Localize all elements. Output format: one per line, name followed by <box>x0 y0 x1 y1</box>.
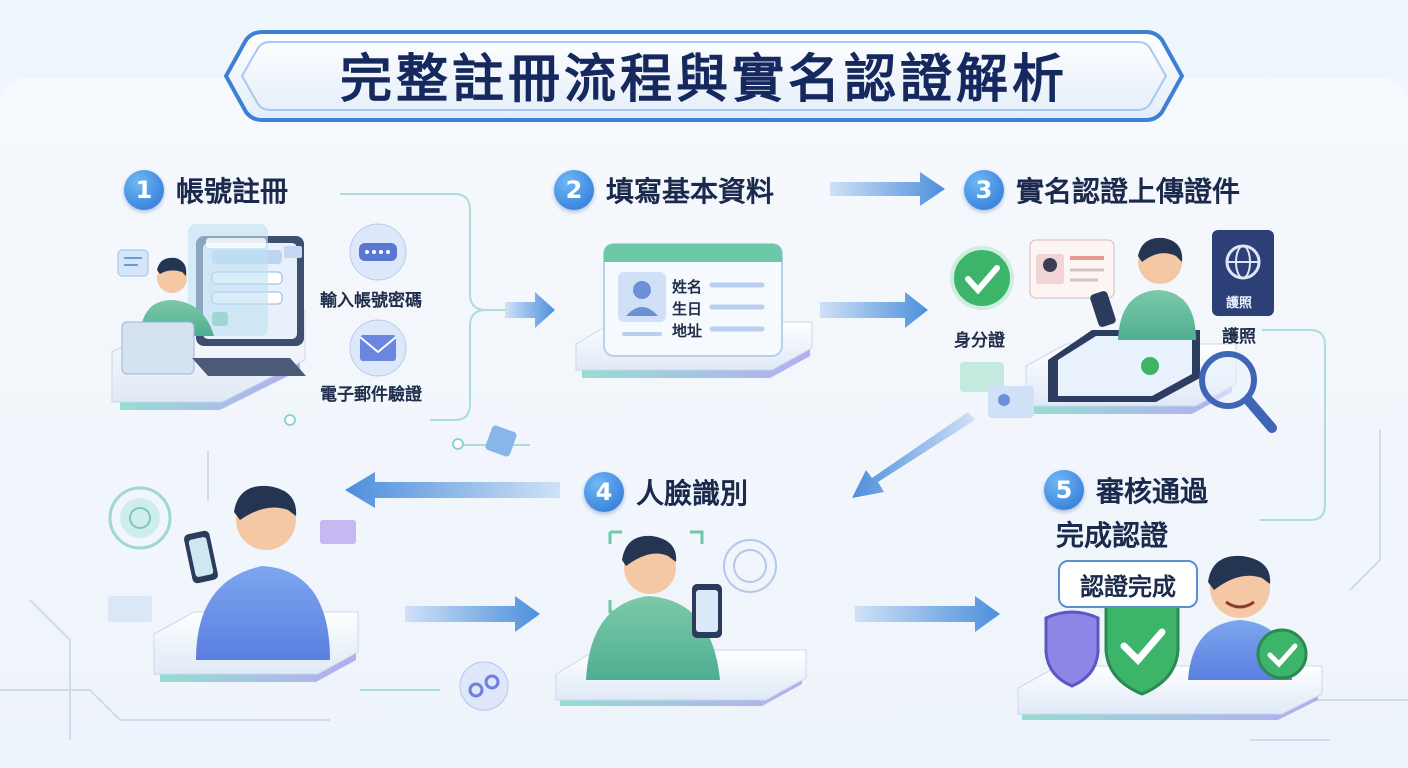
floating-id-card <box>108 596 152 622</box>
step4-left-illustration <box>108 486 358 682</box>
step-5-label-line1: 審核通過 <box>1096 470 1208 510</box>
verification-complete-label: 認證完成 <box>1058 560 1198 608</box>
passport-label: 護照 <box>1222 322 1256 347</box>
mail-small-icon <box>284 246 302 258</box>
face-scan-ring <box>724 540 776 592</box>
passport-cover-text: 護照 <box>1226 292 1252 311</box>
verified-badge-icon <box>1258 630 1306 678</box>
chat-bubble-icon <box>118 250 148 276</box>
laptop <box>122 322 194 374</box>
id-card-small-2 <box>988 386 1034 418</box>
shield-icon <box>1046 612 1098 686</box>
step-4-header: 4 人臉識別 <box>584 472 748 512</box>
step-5-header: 5 審核通過 完成認證 <box>1044 470 1208 554</box>
step-1-header: 1 帳號註冊 <box>124 170 288 210</box>
step-4-badge: 4 <box>584 472 624 512</box>
arrow-to-form <box>505 292 555 328</box>
email-verify-label: 電子郵件驗證 <box>320 380 422 405</box>
step-3-badge: 3 <box>964 170 1004 210</box>
arrow-to-face <box>852 412 975 498</box>
decor <box>460 424 518 710</box>
form-field-address: 地址 <box>672 320 702 341</box>
step-2-header: 2 填寫基本資料 <box>554 170 774 210</box>
arrow-to-verify <box>820 292 928 328</box>
step-1-label: 帳號註冊 <box>176 170 288 210</box>
link-icon <box>460 662 508 710</box>
step-3-header: 3 實名認證上傳證件 <box>964 170 1240 210</box>
form-field-birthday: 生日 <box>672 298 702 319</box>
arrow-to-step3 <box>830 172 945 206</box>
id-check-icon <box>952 248 1012 308</box>
arrow-to-left <box>345 472 560 508</box>
step-1-badge: 1 <box>124 170 164 210</box>
title-banner-wrap: 完整註冊流程與實名認證解析 <box>228 20 1180 128</box>
arrow-to-complete <box>855 596 1000 632</box>
cube-icon <box>484 424 517 457</box>
page-title: 完整註冊流程與實名認證解析 <box>228 20 1180 128</box>
password-label: 輸入帳號密碼 <box>320 286 422 311</box>
step-2-badge: 2 <box>554 170 594 210</box>
step-5-badge: 5 <box>1044 470 1084 510</box>
floating-card <box>320 520 356 544</box>
step-4-label: 人臉識別 <box>636 472 748 512</box>
step-2-label: 填寫基本資料 <box>606 170 774 210</box>
step4-center-illustration <box>556 532 806 706</box>
id-card-label: 身分證 <box>954 326 1005 351</box>
arrow-to-face-platform <box>405 596 540 632</box>
form-field-name: 姓名 <box>672 276 702 297</box>
step-3-label: 實名認證上傳證件 <box>1016 170 1240 210</box>
step-5-label-line2: 完成認證 <box>1056 514 1208 554</box>
